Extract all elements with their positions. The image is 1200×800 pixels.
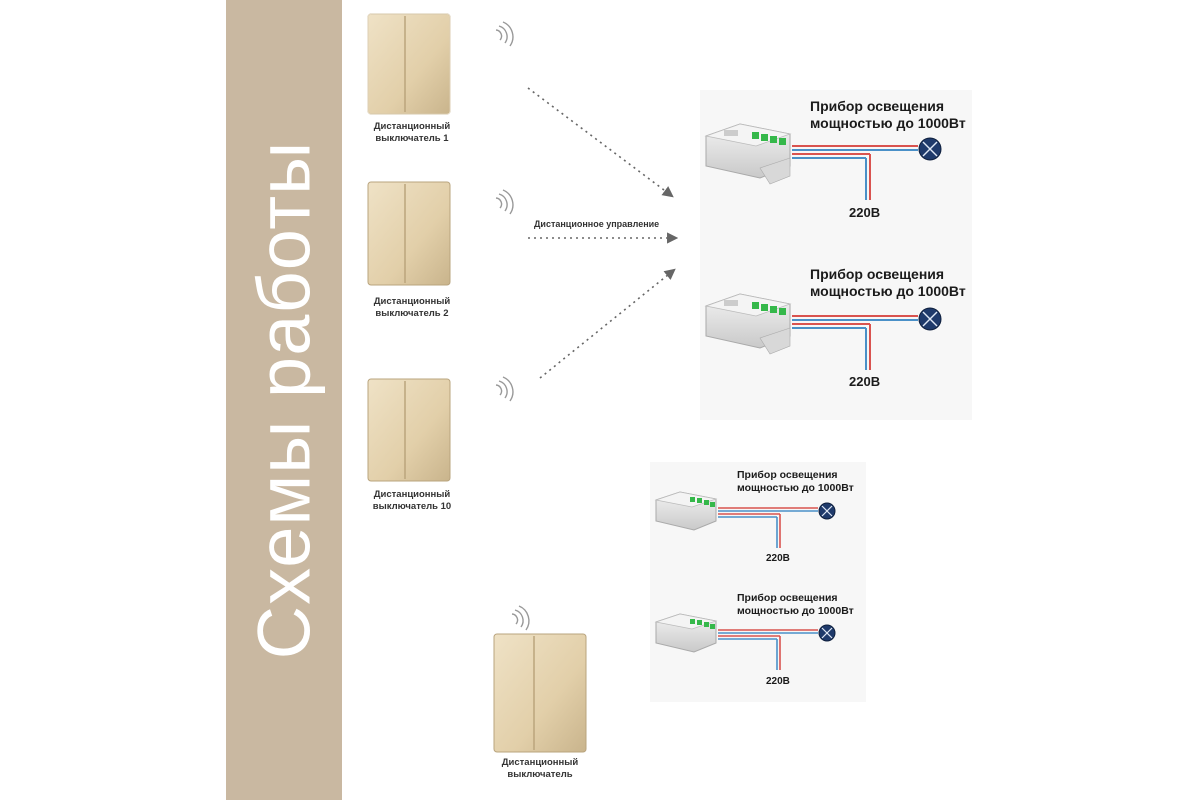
remote-control-label: Дистанционное управление <box>534 219 660 229</box>
device-bottom-2-label: Прибор освещения мощностью до 1000Вт <box>737 592 854 617</box>
device-top-1-label-line2: мощностью до 1000Вт <box>810 114 966 131</box>
relay-module-top-2 <box>704 293 792 355</box>
device-top-1-label: Прибор освещения мощностью до 1000Вт <box>810 98 966 132</box>
voltage-bottom-1: 220В <box>766 553 790 564</box>
arrow-switch1 <box>527 87 674 198</box>
sidebar-band <box>226 0 342 800</box>
lamp-icon <box>918 137 942 161</box>
device-top-2-label: Прибор освещения мощностью до 1000Вт <box>810 266 966 300</box>
signal-icon <box>511 605 530 631</box>
relay-module-bottom-2 <box>654 613 718 653</box>
wiring-top-2 <box>792 315 918 370</box>
device-top-2-label-line2: мощностью до 1000Вт <box>810 282 966 299</box>
switch-1-label-line2: выключатель 1 <box>375 133 449 144</box>
wiring-bottom-2 <box>718 629 818 670</box>
switch-1-label: Дистанционный выключатель 1 <box>360 121 464 145</box>
relay-module-top-1 <box>704 123 792 185</box>
switch-10 <box>367 378 451 482</box>
device-bottom-1-label-line1: Прибор освещения <box>737 469 838 481</box>
lamp-icon <box>818 502 836 520</box>
relay-module-bottom-1 <box>654 491 718 531</box>
voltage-top-2: 220В <box>849 374 881 389</box>
device-top-2-label-line1: Прибор освещения <box>810 266 945 282</box>
signal-icon <box>495 189 514 215</box>
switch-1 <box>367 13 451 115</box>
switch-1-label-line1: Дистанционный <box>373 121 451 132</box>
device-bottom-2-label-line2: мощностью до 1000Вт <box>737 604 854 617</box>
voltage-bottom-2: 220В <box>766 676 790 687</box>
signal-icon <box>495 376 514 402</box>
switch-bottom-label-line1: Дистанционный <box>501 757 579 768</box>
switch-2-label-line1: Дистанционный <box>373 296 451 307</box>
switch-bottom-label-line2: выключатель <box>507 769 573 780</box>
device-bottom-1-label-line2: мощностью до 1000Вт <box>737 481 854 494</box>
switch-2-label: Дистанционный выключатель 2 <box>360 296 464 320</box>
wiring-top-1 <box>792 145 918 200</box>
wiring-bottom-1 <box>718 507 818 548</box>
switch-10-label: Дистанционный выключатель 10 <box>360 489 464 513</box>
device-bottom-2-label-line1: Прибор освещения <box>737 592 838 604</box>
switch-10-label-line1: Дистанционный <box>373 489 451 500</box>
lamp-icon <box>918 307 942 331</box>
arrow-switch10 <box>539 268 676 379</box>
switch-bottom <box>493 633 587 753</box>
lamp-icon <box>818 624 836 642</box>
switch-10-label-line2: выключатель 10 <box>372 501 452 512</box>
device-top-1-label-line1: Прибор освещения <box>810 98 945 114</box>
switch-2-label-line2: выключатель 2 <box>375 308 449 319</box>
voltage-top-1: 220В <box>849 205 881 220</box>
switch-bottom-label: Дистанционный выключатель <box>486 757 594 781</box>
signal-icon <box>495 21 514 47</box>
switch-2 <box>367 181 451 286</box>
device-bottom-1-label: Прибор освещения мощностью до 1000Вт <box>737 469 854 494</box>
